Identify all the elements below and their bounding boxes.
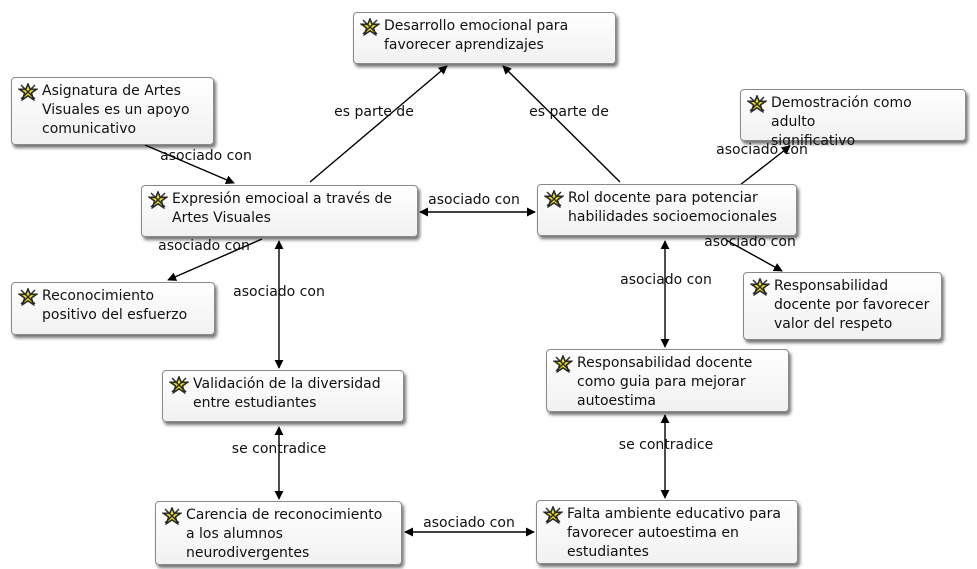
concept-star-icon [148,191,168,209]
concept-star-icon [543,506,563,524]
concept-responsabilidad-autoestima-label: Responsabilidad docente como guia para m… [577,355,753,409]
concept-star-icon [747,95,767,113]
edge-label-validacion-carencia: se contradice [231,441,327,457]
concept-validacion-diversidad[interactable]: Validación de la diversidad entre estudi… [162,370,404,422]
concept-responsabilidad-autoestima[interactable]: Responsabilidad docente como guia para m… [546,349,789,412]
concept-reconocimiento-esfuerzo[interactable]: Reconocimiento positivo del esfuerzo [11,282,215,335]
edge-label-rol-demostracion: asociado con [716,142,808,158]
edge-line-rol-to-desarrollo [502,65,621,183]
concept-carencia-reconocimiento-label: Carencia de reconocimiento a los alumnos… [186,507,383,561]
concept-demostracion-adulto[interactable]: Demostración como adulto significativo [740,89,966,149]
concept-star-icon [18,288,38,306]
concept-responsabilidad-respeto[interactable]: Responsabilidad docente por favorecer va… [743,272,942,340]
edge-label-responsabilidad-falta: se contradice [618,437,714,453]
edge-label-expresion-validacion: asociado con [233,284,325,300]
concept-star-icon [162,507,182,525]
edge-label-rol-desarrollo: es parte de [529,104,609,120]
concept-star-icon [18,83,38,101]
concept-validacion-diversidad-label: Validación de la diversidad entre estudi… [193,376,381,411]
edge-line-expresion-to-reconocimiento [167,238,263,281]
concept-star-icon [553,355,573,373]
concept-expresion-emocional[interactable]: Expresión emocioal a través de Artes Vis… [141,185,418,237]
concept-asignatura-artes-visuales-label: Asignatura de Artes Visuales es un apoyo… [42,83,190,137]
concept-desarrollo-emocional[interactable]: Desarrollo emocional para favorecer apre… [353,12,616,64]
edge-label-carencia-falta: asociado con [423,515,515,531]
edge-line-asignatura-to-expresion [144,144,235,184]
edge-label-rol-autoestima: asociado con [620,272,712,288]
edge-line-expresion-to-desarrollo [309,65,448,183]
concept-reconocimiento-esfuerzo-label: Reconocimiento positivo del esfuerzo [42,288,188,323]
concept-star-icon [750,278,770,296]
concept-asignatura-artes-visuales[interactable]: Asignatura de Artes Visuales es un apoyo… [11,77,214,145]
concept-rol-docente[interactable]: Rol docente para potenciar habilidades s… [537,184,797,236]
concept-star-icon [544,190,564,208]
concept-star-icon [169,376,189,394]
edge-label-rol-respeto: asociado con [704,234,796,250]
concept-demostracion-adulto-label: Demostración como adulto significativo [771,95,912,149]
concept-falta-ambiente[interactable]: Falta ambiente educativo para favorecer … [536,500,798,564]
edge-label-expresion-reconocimiento: asociado con [158,238,250,254]
edge-label-asignatura-expresion: asociado con [160,148,252,164]
concept-falta-ambiente-label: Falta ambiente educativo para favorecer … [567,506,781,560]
edge-label-expresion-rol: asociado con [428,192,520,208]
concept-star-icon [360,18,380,36]
edge-line-rol-to-demostracion [739,145,791,186]
edge-label-expresion-desarrollo: es parte de [334,104,414,120]
concept-carencia-reconocimiento[interactable]: Carencia de reconocimiento a los alumnos… [155,501,402,565]
concept-rol-docente-label: Rol docente para potenciar habilidades s… [568,190,777,225]
concept-responsabilidad-respeto-label: Responsabilidad docente por favorecer va… [774,278,930,332]
concept-desarrollo-emocional-label: Desarrollo emocional para favorecer apre… [384,18,569,53]
edge-line-rol-to-responsabilidad-respeto [725,239,783,272]
concept-expresion-emocional-label: Expresión emocioal a través de Artes Vis… [172,191,393,226]
